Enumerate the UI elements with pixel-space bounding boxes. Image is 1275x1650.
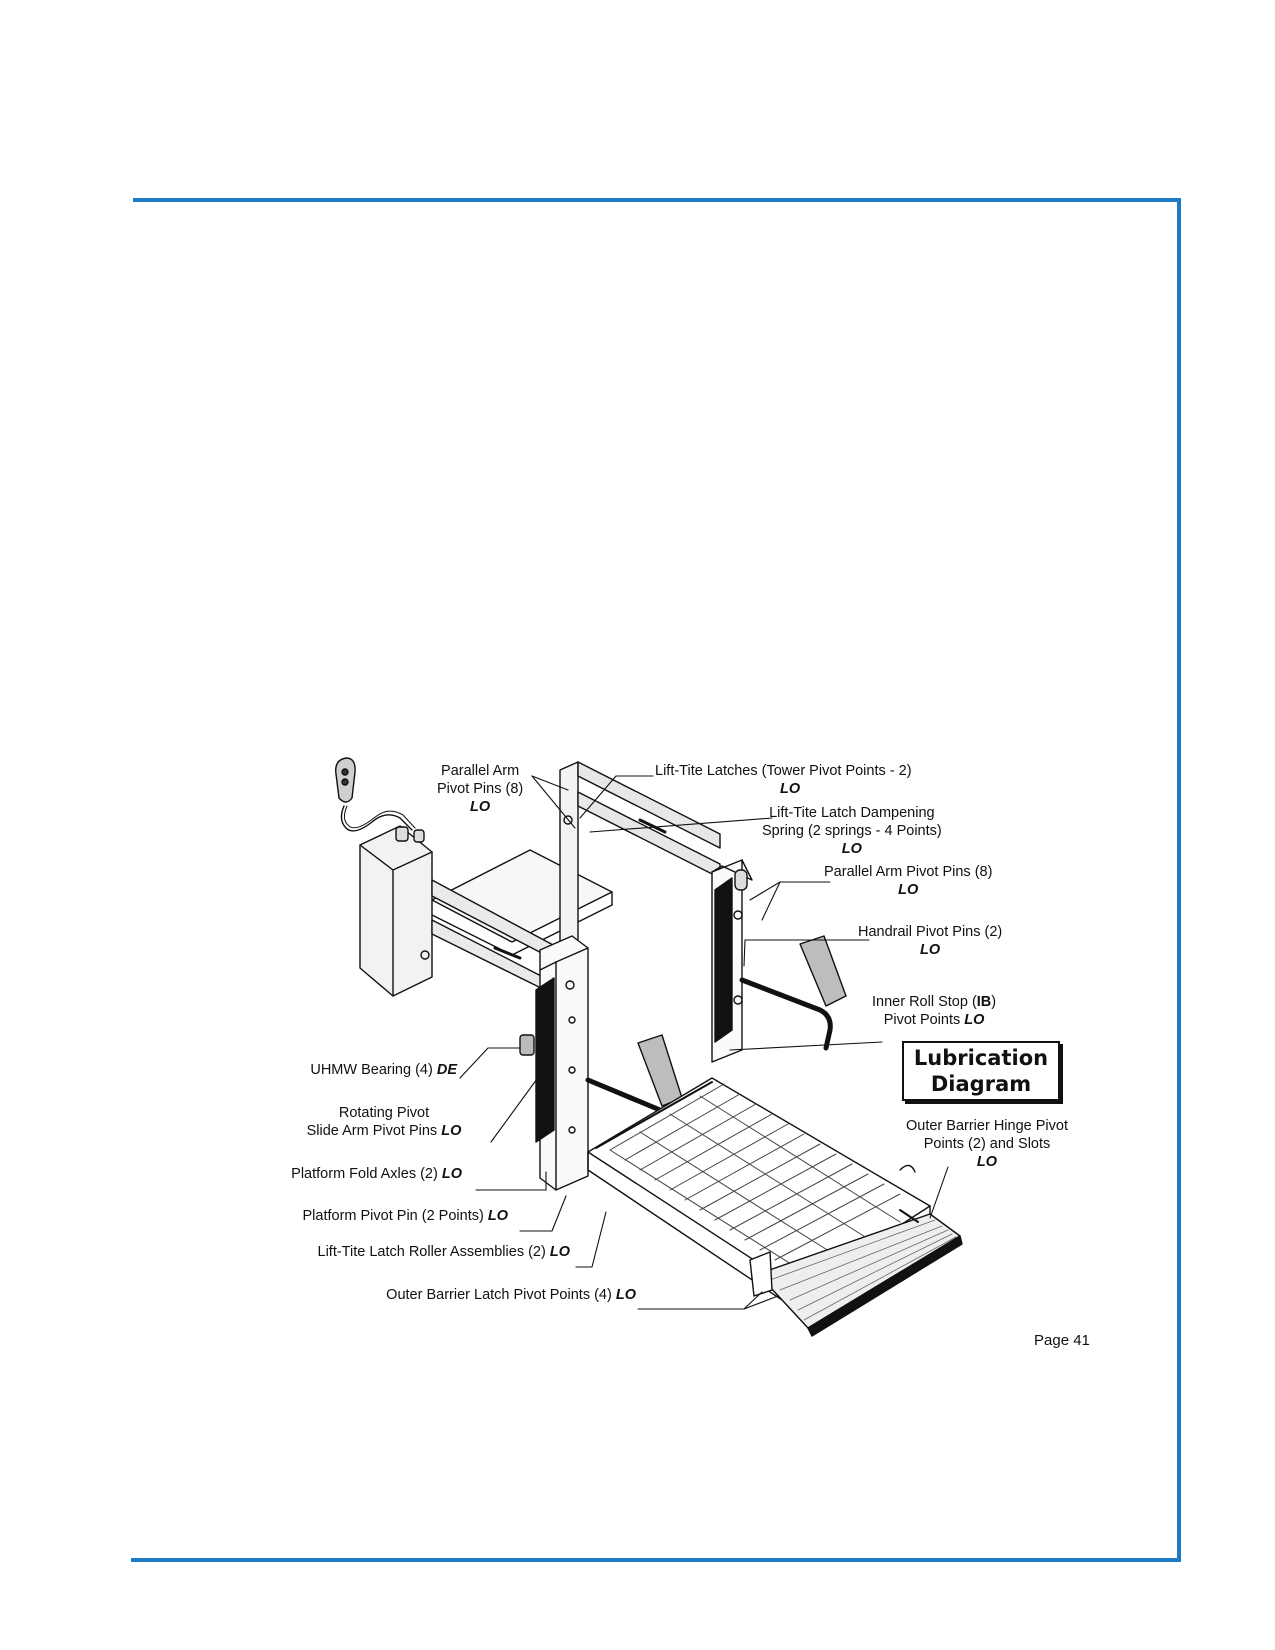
- label-inner-roll-stop: Inner Roll Stop (IB) Pivot Points LO: [872, 993, 996, 1029]
- label-text: Platform Fold Axles (2): [291, 1166, 438, 1182]
- title-line-1: Lubrication: [913, 1046, 1049, 1070]
- page-frame-right: [1177, 198, 1181, 1562]
- lube-code: LO: [976, 1154, 998, 1170]
- label-uhmw-bearing: UHMW Bearing (4) DE: [302, 1061, 457, 1079]
- label-lift-tite-latches: Lift-Tite Latches (Tower Pivot Points - …: [655, 762, 912, 798]
- label-outer-barrier-latch: Outer Barrier Latch Pivot Points (4) LO: [352, 1286, 636, 1304]
- lube-code: LO: [441, 1123, 462, 1139]
- label-text: UHMW Bearing (4): [310, 1062, 433, 1078]
- lube-code: LO: [549, 1244, 570, 1260]
- label-text: Spring (2 springs - 4 Points): [762, 823, 942, 839]
- label-text: Pivot Points: [883, 1012, 961, 1028]
- lube-code: LO: [898, 882, 919, 898]
- label-line-1: Inner Roll Stop (IB): [872, 993, 996, 1011]
- label-text: Pivot Pins (8): [437, 781, 524, 797]
- label-text: Parallel Arm Pivot Pins (8): [824, 864, 993, 880]
- label-text: ): [991, 994, 997, 1010]
- label-text: Platform Pivot Pin (2 Points): [302, 1208, 484, 1224]
- label-text: Rotating Pivot: [338, 1105, 430, 1121]
- platform-grating-icon: [587, 1077, 931, 1313]
- label-text: Outer Barrier Latch Pivot Points (4): [386, 1287, 612, 1303]
- lube-code: LO: [964, 1012, 985, 1028]
- label-platform-fold-axles: Platform Fold Axles (2) LO: [268, 1165, 462, 1183]
- label-text: Handrail Pivot Pins (2): [858, 924, 1003, 940]
- page-number: Page 41: [1034, 1332, 1090, 1349]
- lube-code: LO: [780, 781, 801, 797]
- label-handrail-pivot: Handrail Pivot Pins (2) LO: [858, 923, 1002, 959]
- page-frame-bottom: [131, 1558, 1181, 1562]
- pump-module-icon: [359, 825, 433, 997]
- label-text: Inner Roll Stop (: [872, 994, 977, 1010]
- label-text: Lift-Tite Latch Dampening: [769, 805, 935, 821]
- lube-code: LO: [841, 841, 862, 857]
- label-text: Lift-Tite Latch Roller Assemblies (2): [317, 1244, 546, 1260]
- lube-code: LO: [441, 1166, 462, 1182]
- label-parallel-arm-left: Parallel Arm Pivot Pins (8) LO: [437, 762, 523, 816]
- label-rotating-pivot: Rotating Pivot Slide Arm Pivot Pins LO: [304, 1104, 464, 1140]
- label-text: Outer Barrier Hinge Pivot: [906, 1118, 1068, 1134]
- outer-barrier-icon: [749, 1164, 963, 1337]
- lube-code: LO: [487, 1208, 508, 1224]
- lubrication-diagram-title: Lubrication Diagram: [902, 1041, 1060, 1101]
- title-line-2: Diagram: [930, 1072, 1032, 1096]
- lube-code: DE: [436, 1062, 457, 1078]
- label-text: Points (2) and Slots: [923, 1136, 1051, 1152]
- label-text: Parallel Arm: [441, 763, 520, 779]
- lube-code: LO: [920, 942, 941, 958]
- label-latch-dampening: Lift-Tite Latch Dampening Spring (2 spri…: [762, 804, 942, 858]
- lube-code: LO: [470, 799, 491, 815]
- label-text-bold: IB: [976, 994, 992, 1010]
- label-line-2: Slide Arm Pivot Pins LO: [304, 1122, 464, 1140]
- label-parallel-arm-right: Parallel Arm Pivot Pins (8) LO: [824, 863, 992, 899]
- label-platform-pivot-pin: Platform Pivot Pin (2 Points) LO: [278, 1207, 509, 1225]
- label-text: Lift-Tite Latches (Tower Pivot Points - …: [655, 763, 912, 779]
- label-latch-roller-assemblies: Lift-Tite Latch Roller Assemblies (2) LO: [288, 1243, 571, 1261]
- lube-code: LO: [615, 1287, 636, 1303]
- label-text: Slide Arm Pivot Pins: [306, 1123, 438, 1139]
- page-frame-top: [133, 198, 1181, 202]
- leader-lines: [459, 775, 949, 1310]
- label-outer-barrier-hinge: Outer Barrier Hinge Pivot Points (2) and…: [902, 1117, 1072, 1171]
- pendant-control-icon: [335, 757, 416, 832]
- label-line-2: Pivot Points LO: [872, 1011, 996, 1029]
